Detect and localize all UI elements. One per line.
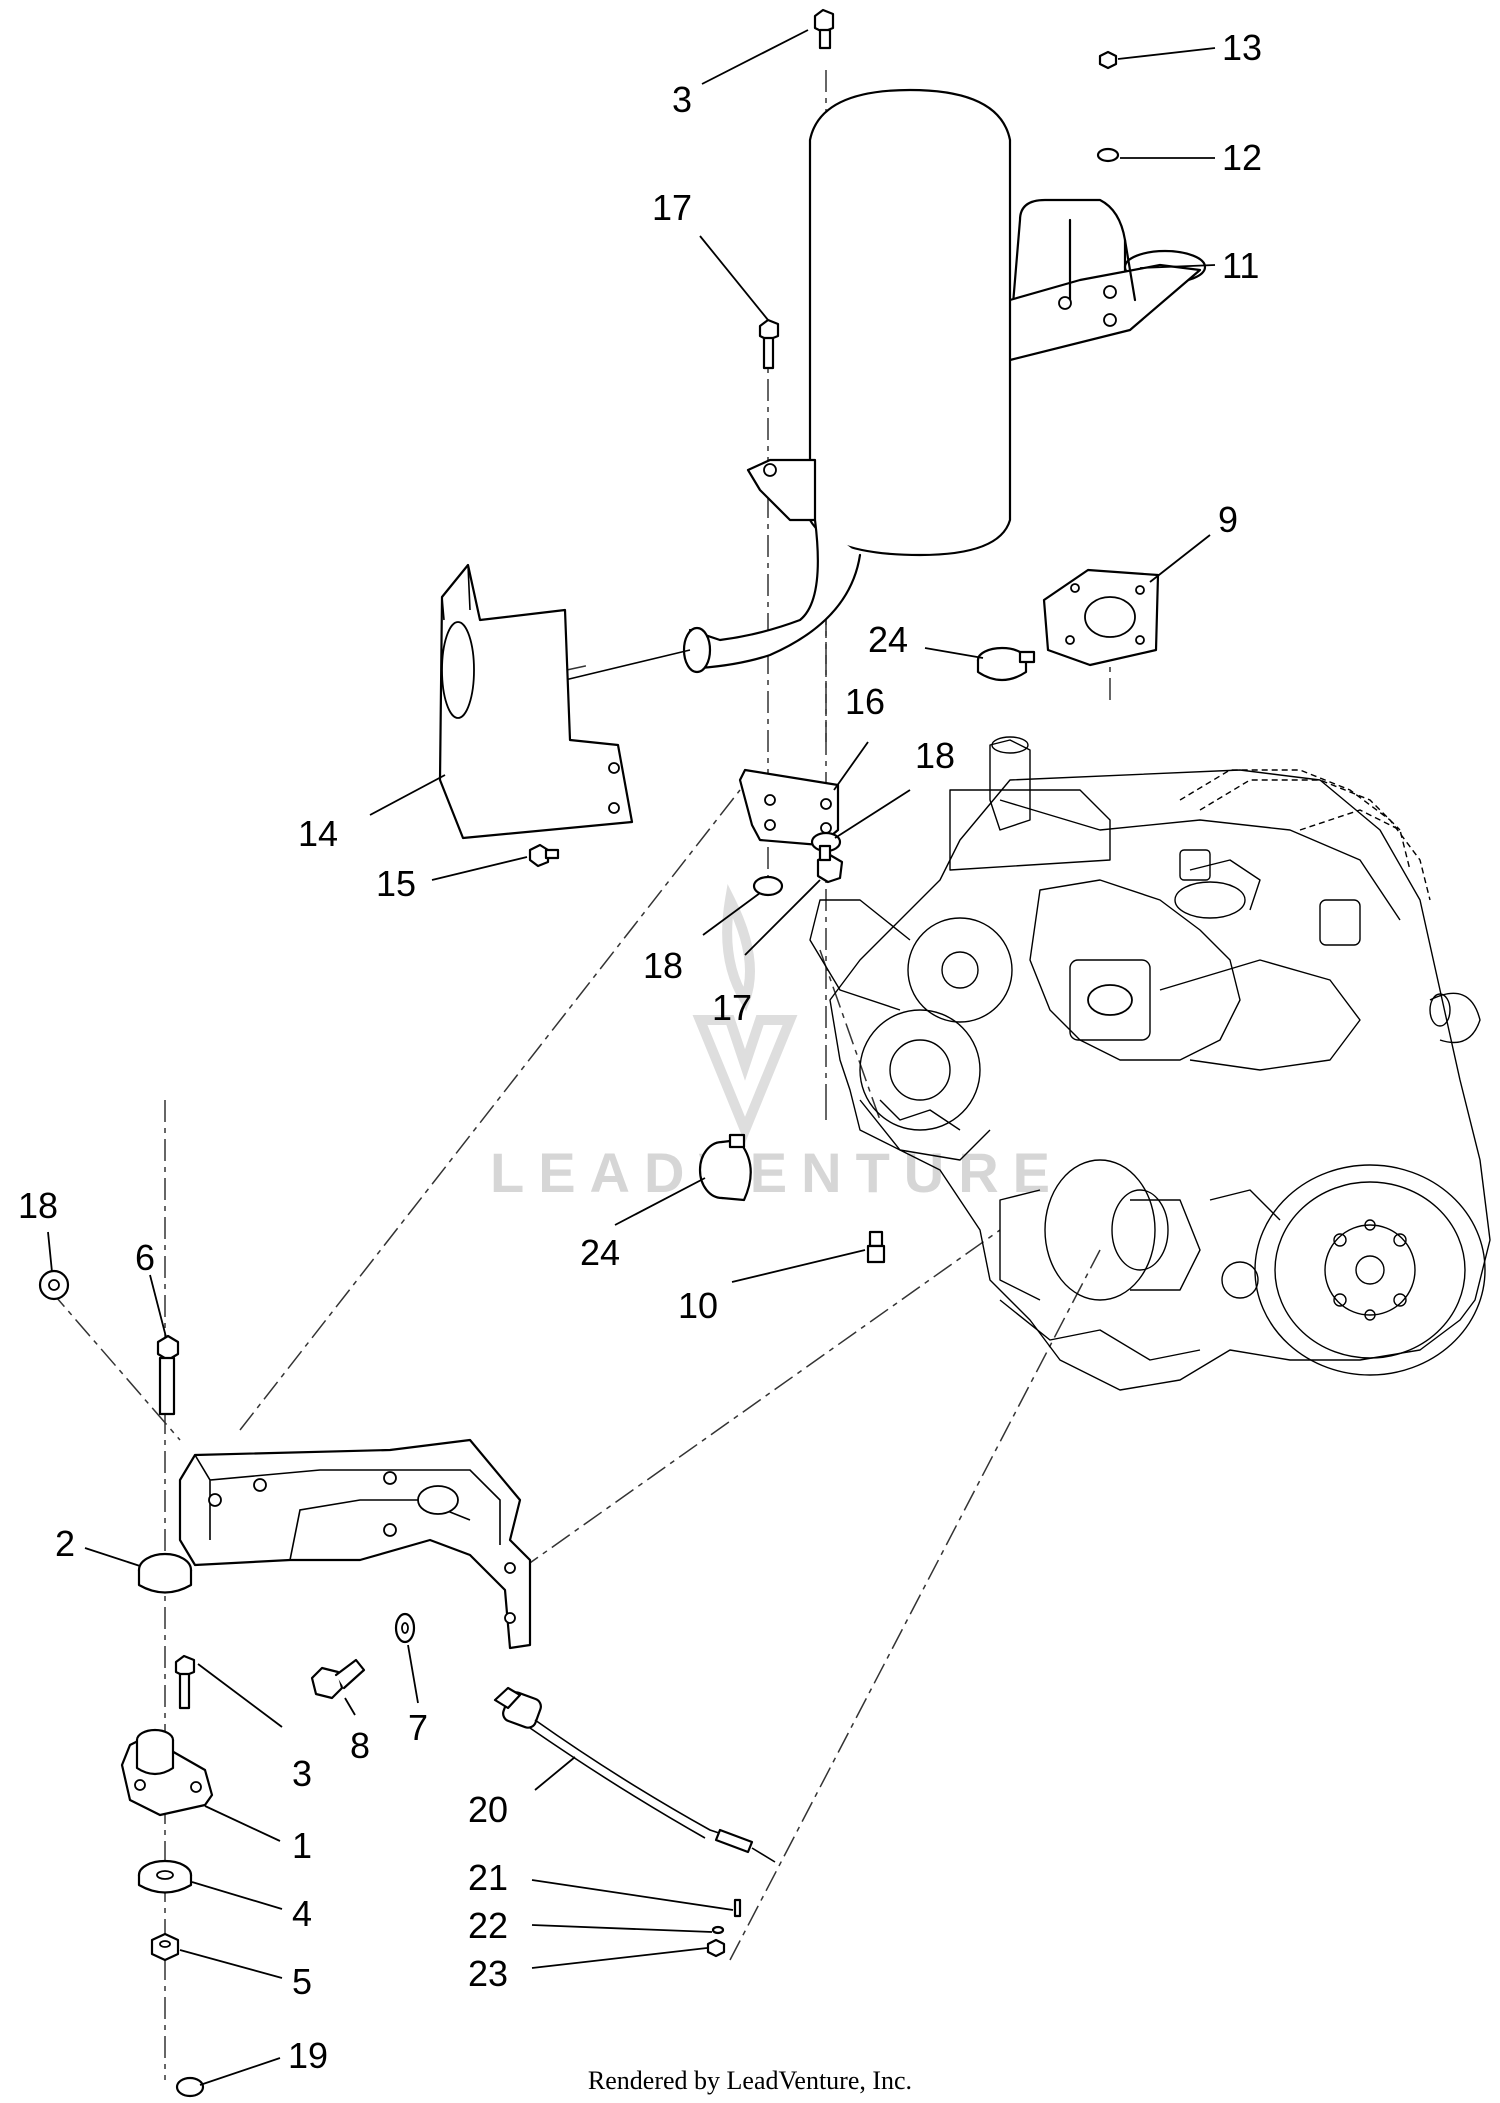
callout-17-upper: 17 [652, 187, 692, 228]
callout-18-left: 18 [18, 1185, 58, 1226]
callout-16: 16 [845, 681, 885, 722]
fasteners-lower [38, 1269, 416, 2098]
callout-19: 19 [288, 2035, 328, 2076]
callout-7: 7 [408, 1707, 428, 1748]
callout-9: 9 [1218, 499, 1238, 540]
hose-clamp-lower [698, 1133, 752, 1202]
leader-lines [47, 29, 1216, 2086]
watermark-text: LEADVENTURE [490, 1141, 1064, 1204]
exhaust-gasket [1042, 568, 1160, 667]
callout-labels: 3 13 12 11 17 9 24 16 18 14 15 18 17 24 … [18, 27, 1262, 2076]
muffler-bracket [738, 768, 840, 847]
callout-5: 5 [292, 1961, 312, 2002]
exhaust-pipe-flange [1006, 198, 1207, 362]
callout-13: 13 [1222, 27, 1262, 68]
callout-24-upper: 24 [868, 619, 908, 660]
callout-4: 4 [292, 1893, 312, 1934]
callout-11: 11 [1222, 245, 1259, 286]
leadventure-logo-icon [692, 883, 798, 1144]
callout-14: 14 [298, 813, 338, 854]
callout-3-top: 3 [672, 79, 692, 120]
engine-assembly [809, 736, 1491, 1391]
rubber-engine-mount [120, 1728, 214, 1817]
sensor-harness [493, 1686, 776, 1958]
heat-shield [438, 563, 634, 840]
callout-3-lower: 3 [292, 1753, 312, 1794]
callout-20: 20 [468, 1789, 508, 1830]
callout-18-right: 18 [915, 735, 955, 776]
render-credit: Rendered by LeadVenture, Inc. [587, 2066, 913, 2095]
fasteners-upper [528, 8, 1120, 1264]
callout-17-lower: 17 [712, 987, 752, 1028]
engine-mount-bracket [137, 1438, 532, 1650]
callout-21: 21 [468, 1857, 508, 1898]
callout-12: 12 [1222, 137, 1262, 178]
callout-6: 6 [135, 1237, 155, 1278]
callout-22: 22 [468, 1905, 508, 1946]
callout-24-lower: 24 [580, 1232, 620, 1273]
callout-2: 2 [55, 1523, 75, 1564]
callout-8: 8 [350, 1725, 370, 1766]
hose-clamp-upper [976, 646, 1036, 682]
callout-15: 15 [376, 863, 416, 904]
callout-23: 23 [468, 1953, 508, 1994]
muffler [564, 88, 1012, 681]
watermark: LEADVENTURE [490, 883, 1064, 1204]
callout-1: 1 [292, 1825, 312, 1866]
callout-18-mid: 18 [643, 945, 683, 986]
callout-10: 10 [678, 1285, 718, 1326]
